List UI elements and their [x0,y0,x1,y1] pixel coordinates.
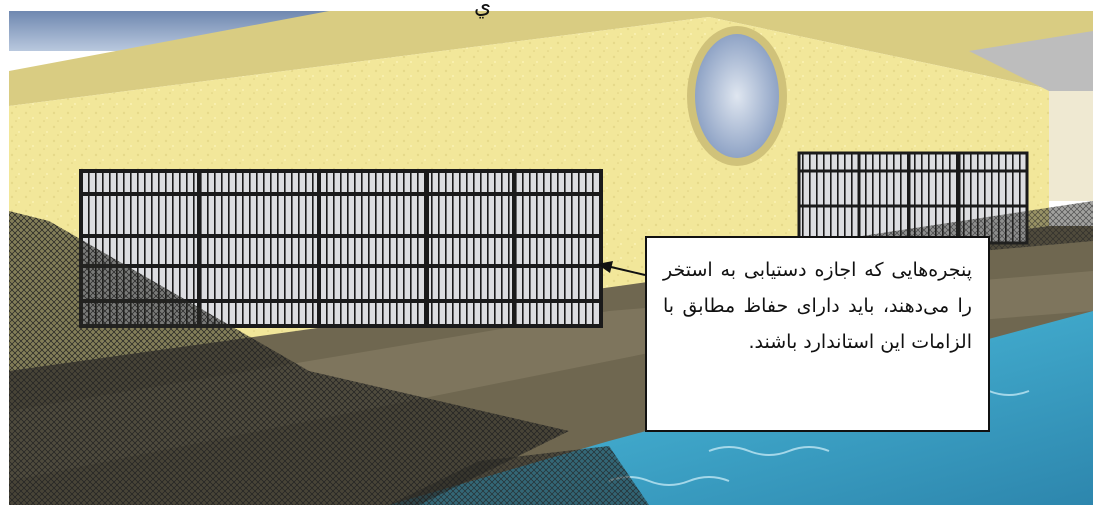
side-wall [1049,91,1093,201]
callout-text-box: پنجره‌هایی که اجازه دستیابی به استخر را … [645,236,990,432]
round-window-glass [695,34,779,158]
top-glyph: ي [474,0,494,12]
